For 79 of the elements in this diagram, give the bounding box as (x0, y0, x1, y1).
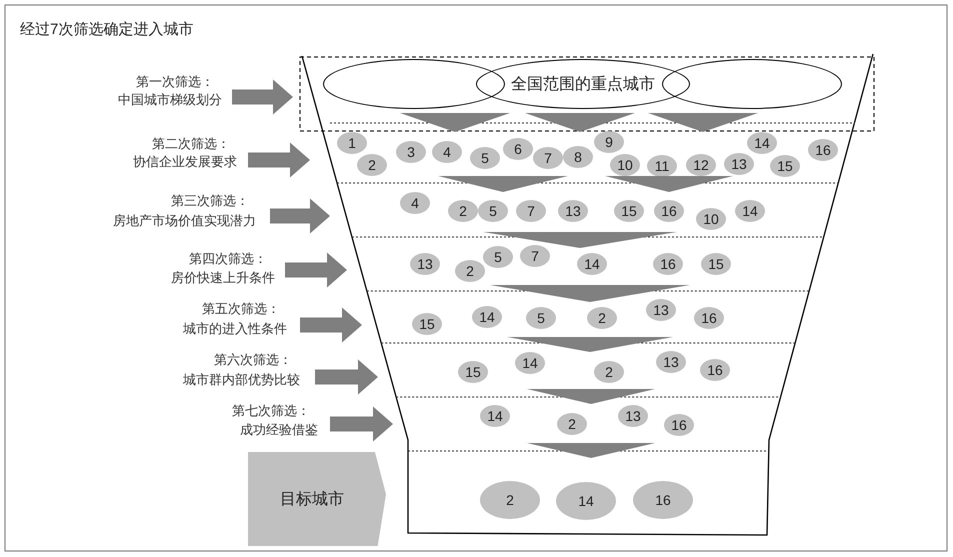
city-bubble: 7 (520, 245, 550, 267)
city-bubble: 2 (587, 307, 617, 329)
city-bubble: 4 (432, 141, 462, 163)
down-triangle (525, 113, 635, 132)
stage-description: 房价快速上升条件 (171, 269, 275, 287)
city-bubble: 13 (558, 200, 588, 222)
stage-description: 协信企业发展要求 (133, 153, 237, 171)
stage-heading: 第一次筛选： (136, 73, 214, 91)
city-bubble: 13 (724, 153, 754, 175)
stage-description: 城市群内部优势比较 (183, 371, 300, 389)
city-bubble: 14 (480, 405, 510, 427)
city-bubble: 14 (577, 253, 607, 275)
title: 经过7次筛选确定进入城市 (20, 20, 194, 39)
stage-description: 房地产市场价值实现潜力 (113, 212, 256, 230)
stage-heading: 第三次筛选： (171, 192, 249, 210)
city-bubble: 1 (337, 132, 367, 154)
city-bubble: 7 (533, 147, 563, 169)
ellipse-label: 全国范围的重点城市 (511, 74, 655, 94)
city-bubble: 4 (400, 192, 430, 214)
city-bubble: 15 (701, 253, 731, 275)
down-triangle (648, 113, 758, 132)
city-bubble: 8 (563, 146, 593, 168)
down-triangle (527, 389, 655, 404)
city-bubble: 5 (526, 307, 556, 329)
down-triangle (527, 443, 655, 458)
down-triangle (507, 337, 673, 352)
city-bubble: 2 (455, 260, 485, 282)
city-bubble: 16 (808, 139, 838, 161)
city-bubble: 11 (647, 155, 677, 177)
city-bubble: 14 (735, 200, 765, 222)
city-bubble: 2 (594, 361, 624, 383)
stage-heading: 第五次筛选： (202, 300, 280, 318)
ellipse (323, 59, 505, 109)
city-bubble: 12 (686, 154, 716, 176)
city-bubble: 15 (770, 155, 800, 177)
city-bubble: 16 (653, 253, 683, 275)
city-bubble: 13 (656, 351, 686, 373)
stage-heading: 第六次筛选： (214, 351, 292, 369)
city-bubble: 13 (618, 405, 648, 427)
city-bubble: 9 (594, 131, 624, 153)
city-bubble: 10 (696, 208, 726, 230)
city-bubble: 16 (700, 359, 730, 381)
city-bubble: 3 (396, 141, 426, 163)
ellipse (662, 59, 842, 109)
city-bubble: 14 (556, 482, 616, 520)
stage-description: 城市的进入性条件 (183, 320, 287, 338)
down-triangle (483, 232, 677, 248)
ellipse (476, 59, 690, 109)
city-bubble: 14 (747, 132, 777, 154)
city-bubble: 16 (694, 307, 724, 329)
city-bubble: 6 (503, 138, 533, 160)
city-bubble: 5 (478, 200, 508, 222)
down-triangle (400, 113, 510, 132)
stage-description: 中国城市梯级划分 (118, 91, 222, 109)
stage-heading: 第七次筛选： (232, 402, 310, 420)
city-bubble: 14 (515, 352, 545, 374)
city-bubble: 2 (557, 413, 587, 435)
stage-description: 成功经验借鉴 (240, 421, 318, 439)
city-bubble: 15 (614, 200, 644, 222)
city-bubble: 15 (412, 313, 442, 335)
city-bubble: 7 (516, 200, 546, 222)
down-triangle (605, 176, 733, 192)
city-bubble: 14 (472, 306, 502, 328)
down-triangle (490, 285, 690, 302)
stage-heading: 第二次筛选： (152, 135, 230, 153)
city-bubble: 5 (470, 147, 500, 169)
down-triangle (438, 176, 568, 192)
city-bubble: 5 (483, 246, 513, 268)
city-bubble: 16 (664, 414, 694, 436)
city-bubble: 16 (654, 200, 684, 222)
city-bubble: 15 (458, 361, 488, 383)
city-bubble: 2 (357, 154, 387, 176)
city-bubble: 10 (610, 154, 640, 176)
city-bubble: 13 (410, 253, 440, 275)
city-bubble: 2 (480, 481, 540, 519)
city-bubble: 13 (646, 299, 676, 321)
stage-heading: 第四次筛选： (189, 250, 267, 268)
city-bubble: 2 (448, 200, 478, 222)
city-bubble: 16 (633, 481, 693, 519)
